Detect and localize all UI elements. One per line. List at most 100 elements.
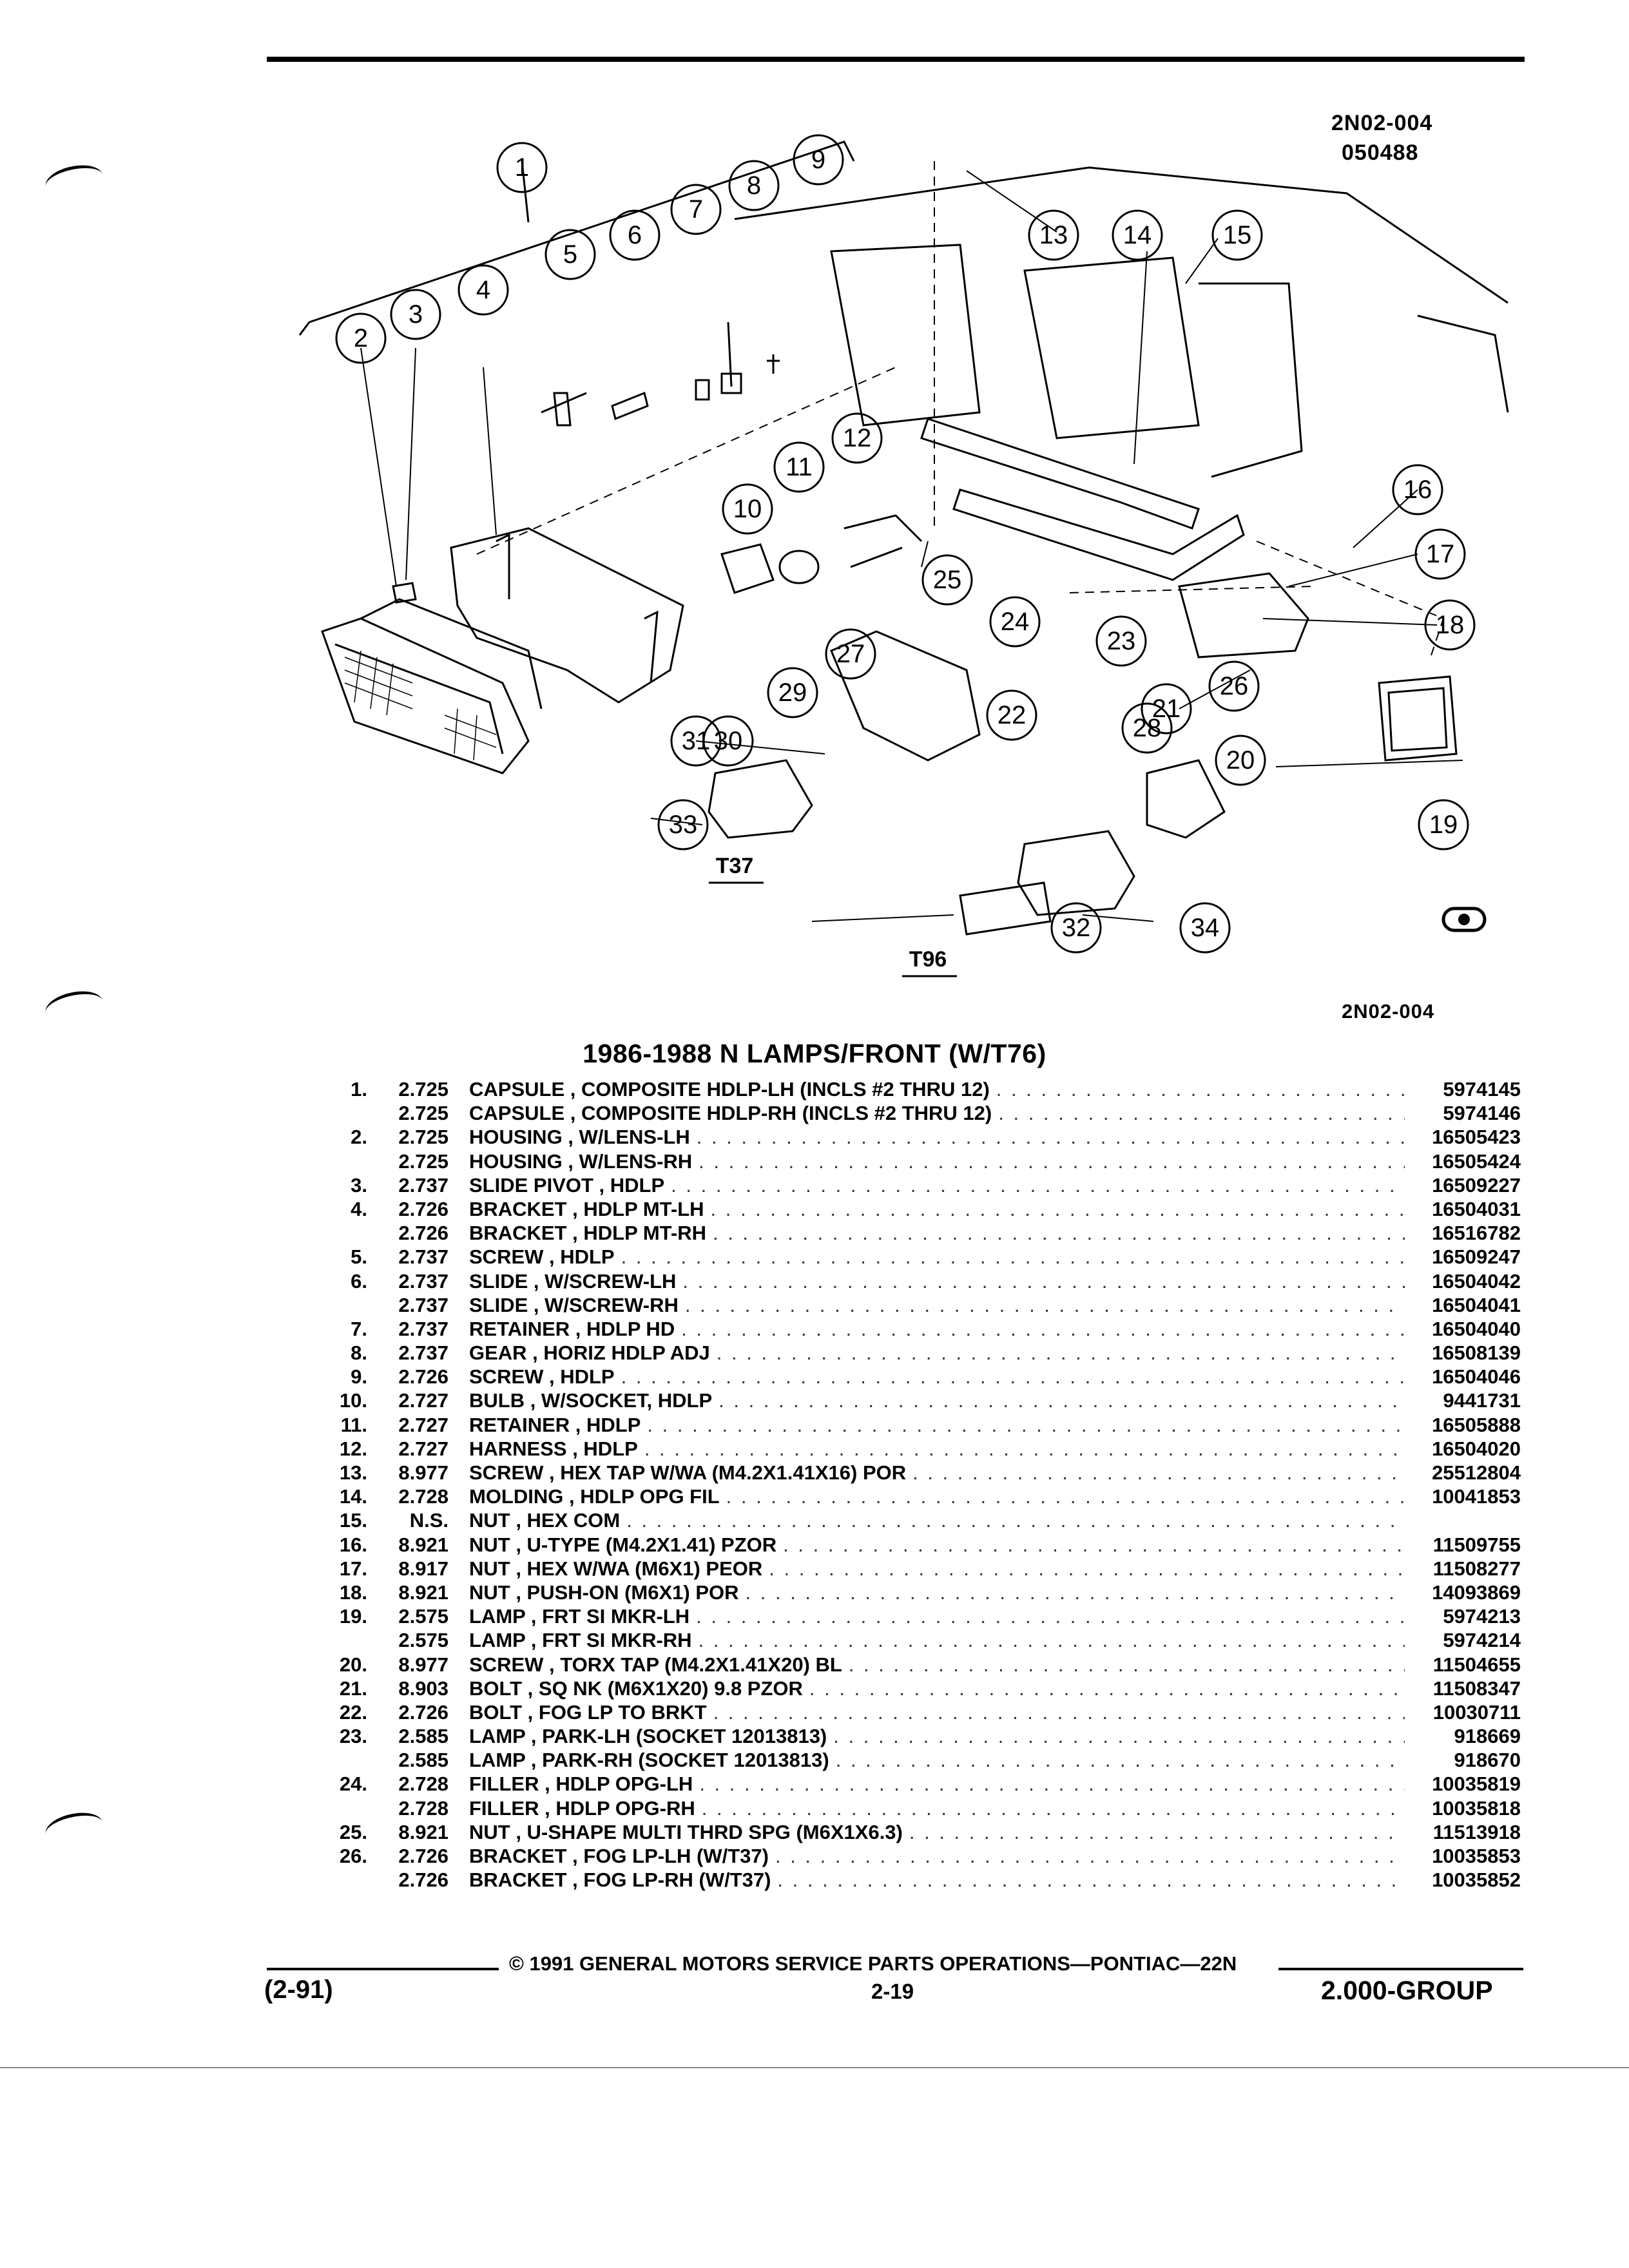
part-number: 918669 <box>1454 1725 1521 1748</box>
callout: 1 <box>515 153 529 182</box>
part-description: SCREW , HEX TAP W/WA (M4.2X1.41X16) POR <box>469 1461 907 1484</box>
item-number: 24. <box>339 1773 367 1796</box>
part-number: 5974146 <box>1443 1102 1521 1125</box>
group-number: 2.726 <box>398 1700 448 1724</box>
callout: 29 <box>778 678 807 707</box>
part-description: SCREW , TORX TAP (M4.2X1.41X20) BL <box>469 1653 842 1676</box>
part-number: 16505888 <box>1432 1413 1521 1436</box>
dot-leader <box>647 1413 1405 1437</box>
callout: 12 <box>843 424 872 452</box>
callout-numbers: 1 2 3 4 5 6 7 8 9 10 11 12 13 14 15 16 1… <box>354 146 1464 942</box>
adjuster-hardware-drawing <box>541 322 780 427</box>
dot-leader <box>769 1557 1405 1581</box>
part-description: LAMP , FRT SI MKR-LH <box>469 1605 690 1628</box>
item-number: 22. <box>339 1700 367 1724</box>
capsule-group-bracket <box>298 140 855 336</box>
dot-leader <box>775 1844 1405 1868</box>
part-description: BULB , W/SOCKET, HDLP <box>469 1389 713 1412</box>
footer-copyright: © 1991 GENERAL MOTORS SERVICE PARTS OPER… <box>509 1952 1237 1975</box>
dot-leader <box>713 1700 1405 1724</box>
callout: 27 <box>836 640 865 668</box>
group-number: 2.728 <box>398 1773 448 1796</box>
headlamp-housing-drawing <box>321 598 543 774</box>
item-number: 10. <box>339 1389 367 1412</box>
diagram-ref-code-bottom: 2N02-004 <box>1342 1000 1435 1023</box>
callout: 33 <box>669 811 698 839</box>
item-number: 5. <box>351 1245 367 1269</box>
bulb-drawing <box>720 543 775 594</box>
part-description: HARNESS , HDLP <box>469 1437 638 1460</box>
group-number: 2.737 <box>398 1269 448 1293</box>
item-number: 18. <box>339 1581 367 1604</box>
footer-group: 2.000-GROUP <box>1321 1975 1493 2005</box>
group-number: 2.726 <box>398 1222 448 1245</box>
dot-leader <box>717 1341 1405 1365</box>
part-number: 11508347 <box>1432 1677 1521 1700</box>
part-number: 918670 <box>1454 1749 1521 1772</box>
dot-leader <box>998 1101 1405 1125</box>
part-number: 5974213 <box>1443 1605 1521 1628</box>
part-description: LAMP , FRT SI MKR-RH <box>469 1629 692 1652</box>
top-rule <box>267 57 1525 62</box>
callout: 18 <box>1436 611 1465 639</box>
dot-leader <box>836 1748 1405 1772</box>
diagram-ref-code: 2N02-004 <box>1331 111 1433 135</box>
group-number: 8.921 <box>398 1581 448 1604</box>
group-number: 2.725 <box>398 1078 448 1100</box>
callout: 32 <box>1062 914 1091 942</box>
part-number: 16509227 <box>1432 1173 1521 1196</box>
group-number: 2.726 <box>398 1197 448 1220</box>
molding-drawing <box>920 418 1200 530</box>
parts-row: 15.N.S.NUT , HEX COM <box>322 1508 1521 1532</box>
callout: 5 <box>563 240 577 269</box>
part-number: 16504040 <box>1432 1317 1521 1340</box>
item-number: 19. <box>339 1605 367 1628</box>
page-number: 2-19 <box>871 1979 914 2003</box>
section-title: 1986-1988 N LAMPS/FRONT (W/T76) <box>583 1039 1046 1068</box>
item-number: 1. <box>351 1078 367 1100</box>
part-description: NUT , U-TYPE (M4.2X1.41) PZOR <box>469 1533 777 1556</box>
fog-lamp-cover-drawing <box>959 881 1052 936</box>
part-number: 11504655 <box>1432 1653 1521 1676</box>
footer-date: (2-91) <box>264 1975 333 2004</box>
group-number: 2.726 <box>398 1845 448 1867</box>
group-number: 2.585 <box>398 1749 448 1772</box>
callout: 26 <box>1220 672 1249 700</box>
part-description: BRACKET , FOG LP-RH (W/T37) <box>469 1869 771 1892</box>
scan-mark <box>43 160 106 201</box>
part-number: 16505424 <box>1432 1149 1521 1173</box>
dot-leader <box>699 1772 1405 1796</box>
item-number: 25. <box>339 1820 367 1843</box>
part-description: NUT , U-SHAPE MULTI THRD SPG (M6X1X6.3) <box>469 1820 903 1843</box>
scan-mark <box>43 986 106 1027</box>
dot-leader <box>777 1868 1405 1892</box>
part-number: 5974145 <box>1443 1078 1521 1100</box>
part-number: 16504020 <box>1432 1437 1521 1460</box>
callout: 9 <box>811 146 825 174</box>
item-number: 23. <box>339 1725 367 1748</box>
callout: 11 <box>786 453 813 481</box>
callout: 34 <box>1191 914 1220 942</box>
part-description: LAMP , PARK-LH (SOCKET 12013813) <box>469 1725 827 1748</box>
part-description: LAMP , PARK-RH (SOCKET 12013813) <box>469 1749 829 1772</box>
item-number: 17. <box>339 1557 367 1580</box>
callout: 22 <box>998 701 1027 729</box>
item-number: 14. <box>339 1485 367 1508</box>
part-description: CAPSULE , COMPOSITE HDLP-LH (INCLS #2 TH… <box>469 1078 990 1100</box>
dot-leader <box>849 1653 1405 1677</box>
part-description: SLIDE PIVOT , HDLP <box>469 1173 665 1196</box>
parts-list: 1. 2.725 CAPSULE , COMPOSITE HDLP-LH (INCL… <box>322 1077 1521 1892</box>
part-number: 16508139 <box>1432 1341 1521 1365</box>
